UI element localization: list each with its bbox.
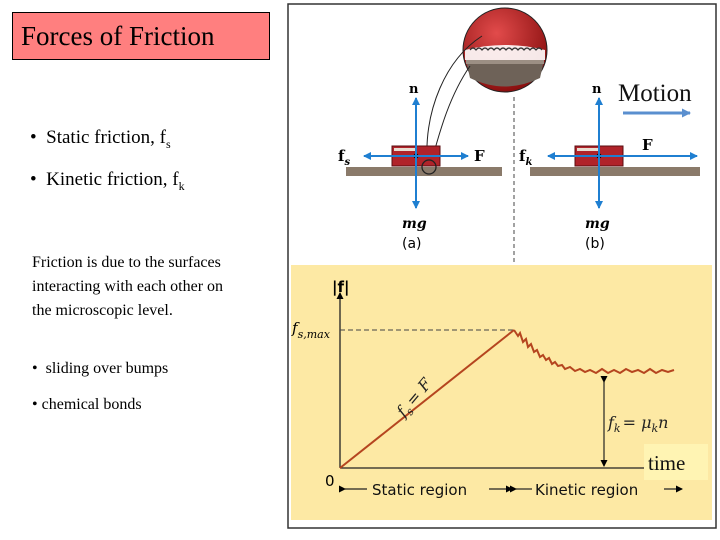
- bullet-dot: •: [32, 396, 42, 413]
- graph-zero-label: 0: [325, 472, 335, 490]
- panel-a: n F fs mg (a): [338, 82, 502, 252]
- contact-circle: [421, 159, 437, 175]
- normal-label-b: n: [592, 82, 602, 97]
- normal-label-a: n: [409, 82, 419, 97]
- friction-label-a: fs: [338, 147, 350, 168]
- sub-bullet-bumps-text: sliding over bumps: [45, 360, 169, 377]
- sub-bullet-bumps: • sliding over bumps: [32, 360, 168, 378]
- static-friction-line: [339, 329, 515, 469]
- applied-label-a: F: [474, 147, 485, 165]
- caption-b: (b): [585, 236, 605, 252]
- bullet-dot: •: [30, 169, 47, 190]
- friction-graph: |f| fs,max 0 fs= F fk= μkn Static region…: [291, 265, 712, 520]
- bullet-kinetic-friction: • Kinetic friction, fk: [30, 169, 185, 194]
- motion-label: Motion: [618, 80, 692, 107]
- graph-y-label: |f|: [332, 278, 349, 297]
- figure-frame: [287, 3, 717, 529]
- static-region-label: Static region: [372, 481, 467, 499]
- title-box: Forces of Friction: [12, 12, 270, 60]
- time-label-box: [644, 444, 708, 480]
- fsmax-label: fs,max: [291, 319, 331, 341]
- bullet-kinetic-text: Kinetic friction, f: [46, 169, 179, 190]
- sub-bullet-chemical: • chemical bonds: [32, 396, 142, 414]
- time-label: time: [648, 451, 685, 475]
- bullet-kinetic-sub: k: [178, 178, 185, 193]
- kinetic-friction-label: fk= μkn: [607, 413, 668, 435]
- kinetic-friction-curve: [513, 329, 675, 375]
- bullet-dot: •: [30, 127, 47, 148]
- kinetic-region-label: Kinetic region: [535, 481, 638, 499]
- surface-b: [530, 167, 700, 176]
- sub-bullet-chemical-text: chemical bonds: [41, 396, 142, 413]
- bullet-static-text: Static friction, f: [46, 127, 166, 148]
- weight-label-b: mg: [585, 216, 610, 232]
- microscopic-zoom-circle: [462, 7, 548, 93]
- panel-b: n F fk mg (b): [519, 82, 700, 252]
- friction-explanation: Friction is due to the surfaces interact…: [32, 254, 224, 319]
- friction-label-b: fk: [519, 147, 532, 168]
- graph-background: [291, 265, 712, 520]
- applied-label-b: F: [642, 136, 653, 154]
- bullet-dot: •: [32, 360, 46, 377]
- bullet-static-sub: s: [165, 136, 171, 151]
- weight-label-a: mg: [402, 216, 427, 232]
- zoom-lead-line-1: [426, 35, 483, 161]
- caption-a: (a): [402, 236, 422, 252]
- slide-title: Forces of Friction: [21, 21, 215, 51]
- bullet-static-friction: • Static friction, fs: [30, 127, 171, 152]
